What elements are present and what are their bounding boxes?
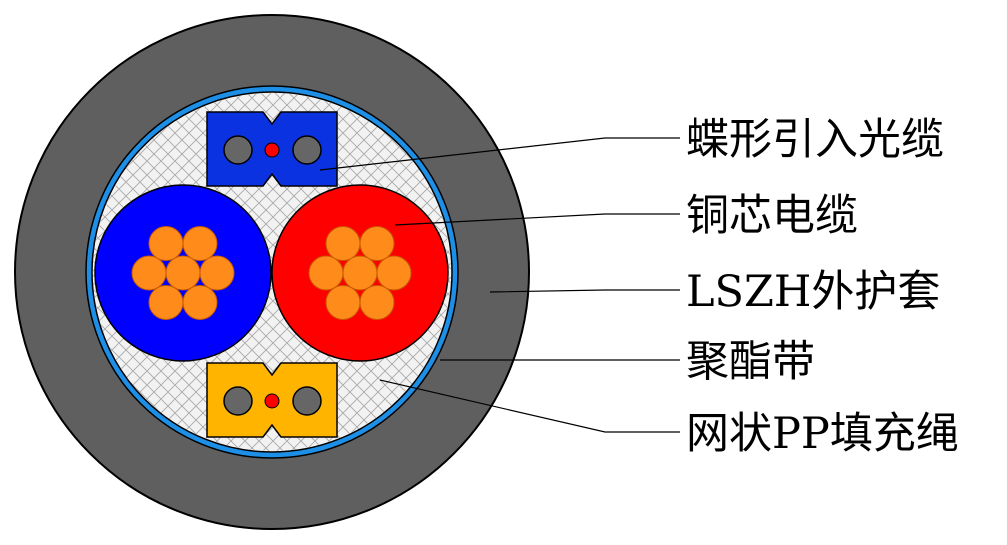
optical-fiber — [264, 393, 280, 409]
strength-member-right — [292, 386, 322, 416]
copper-strand — [199, 255, 235, 291]
copper-strand — [376, 255, 412, 291]
copper-cable-red — [271, 184, 449, 362]
copper-strand — [359, 284, 395, 320]
copper-strand — [148, 284, 184, 320]
label-copper-cable: 铜芯电缆 — [686, 191, 858, 241]
label-polyester-tape: 聚酯带 — [686, 337, 815, 387]
leader-line-lszh-sheath — [489, 289, 680, 293]
label-lszh-sheath: LSZH外护套 — [686, 267, 940, 317]
strength-member-left — [223, 135, 253, 165]
label-drop-fiber-cable: 蝶形引入光缆 — [686, 115, 944, 165]
leader-line-copper-cable — [394, 213, 680, 226]
optical-fiber — [264, 142, 280, 158]
strength-member-right — [292, 135, 322, 165]
copper-strand — [165, 255, 201, 291]
copper-strand — [182, 226, 218, 262]
leader-line-drop-cable — [319, 137, 680, 171]
copper-strand — [148, 226, 184, 262]
copper-strand — [131, 255, 167, 291]
copper-strand — [325, 284, 361, 320]
drop-fiber-cable-top — [206, 111, 338, 187]
copper-strand — [342, 255, 378, 291]
copper-strand — [308, 255, 344, 291]
copper-cable-blue — [94, 184, 272, 362]
drop-fiber-cable-bottom — [206, 362, 338, 438]
copper-strand — [359, 226, 395, 262]
leader-line-mesh-filler — [379, 379, 680, 433]
copper-strand — [325, 226, 361, 262]
label-mesh-pp-filler: 网状PP填充绳 — [686, 409, 959, 459]
copper-strand — [182, 284, 218, 320]
strength-member-left — [223, 386, 253, 416]
